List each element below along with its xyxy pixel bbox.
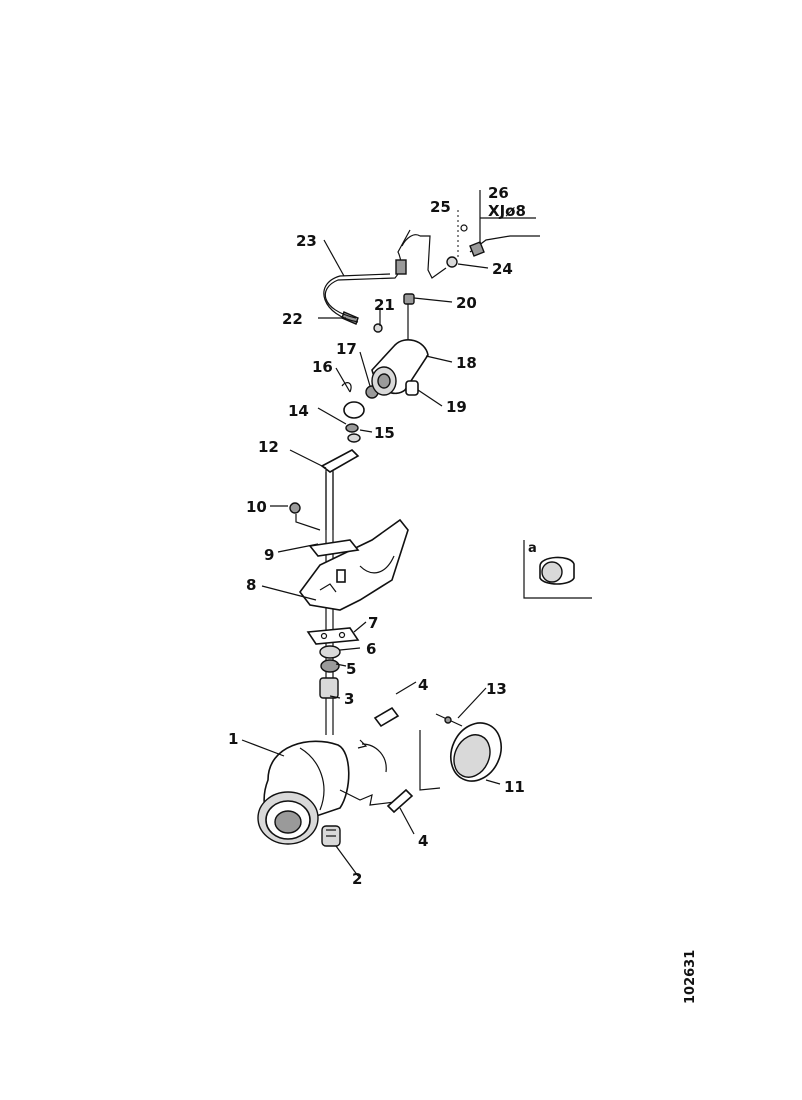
callout-17: 17 <box>336 340 357 358</box>
callout-13: 13 <box>486 680 507 698</box>
callout-26: 26 <box>488 184 509 202</box>
part-12-bracket-arm <box>320 449 360 530</box>
part-20-bolt <box>403 293 415 305</box>
part-6-washer <box>319 645 341 659</box>
callout-9: 9 <box>264 546 274 564</box>
callout-14: 14 <box>288 402 309 420</box>
part-1-lamp-housing <box>257 740 396 845</box>
callout-1: 1 <box>228 730 238 748</box>
part-19-bushing <box>405 380 419 396</box>
part-4-bulb-lower <box>386 788 414 814</box>
part-10-screw <box>289 502 321 531</box>
drawing-number: 102631 <box>683 950 698 1004</box>
callout-21: 21 <box>374 296 395 314</box>
rotation-arrow <box>361 743 387 773</box>
part-15-washer <box>347 433 361 443</box>
callout-12: 12 <box>258 438 279 456</box>
callout-23: 23 <box>296 232 317 250</box>
callout-5: 5 <box>346 660 356 678</box>
callout-4-lower: 4 <box>418 832 428 850</box>
part-25-plug <box>460 224 468 232</box>
part-5-washer <box>320 659 340 673</box>
callout-8: 8 <box>246 576 256 594</box>
callout-15: 15 <box>374 424 395 442</box>
part-2-connector <box>321 825 341 847</box>
part-26-cable <box>469 235 540 257</box>
callout-25: 25 <box>430 198 451 216</box>
callout-22: 22 <box>282 310 303 328</box>
part-23-cable <box>323 229 447 323</box>
callout-3: 3 <box>344 690 354 708</box>
part-7-plate <box>306 627 360 645</box>
part-8-bracket <box>298 518 409 611</box>
part-9-plate <box>308 539 360 557</box>
callout-11: 11 <box>504 778 525 796</box>
inset-detail-box <box>523 540 592 599</box>
parts-artwork <box>257 224 592 847</box>
part-4-bulb-upper <box>373 706 400 728</box>
part-16-clip <box>341 382 365 419</box>
part-18-motor <box>371 300 429 396</box>
callout-7: 7 <box>368 614 378 632</box>
leader-lines <box>241 190 536 877</box>
connector-code: XJø8 <box>488 202 526 220</box>
callout-2: 2 <box>352 870 362 888</box>
callout-18: 18 <box>456 354 477 372</box>
part-11-side-lamp <box>419 722 502 791</box>
callout-6: 6 <box>366 640 376 658</box>
part-21-nut <box>373 323 383 333</box>
part-13-screw <box>435 713 463 727</box>
part-24-connector <box>446 256 458 268</box>
callout-10: 10 <box>246 498 267 516</box>
callout-labels: 1 2 3 4 4 5 6 7 8 9 10 11 12 13 14 15 16… <box>228 184 698 1004</box>
inset-label: a <box>528 541 537 556</box>
callout-4-upper: 4 <box>418 676 428 694</box>
callout-16: 16 <box>312 358 333 376</box>
callout-20: 20 <box>456 294 477 312</box>
part-14-washer <box>345 423 359 433</box>
callout-19: 19 <box>446 398 467 416</box>
callout-24: 24 <box>492 260 513 278</box>
part-3-nut <box>319 677 339 699</box>
